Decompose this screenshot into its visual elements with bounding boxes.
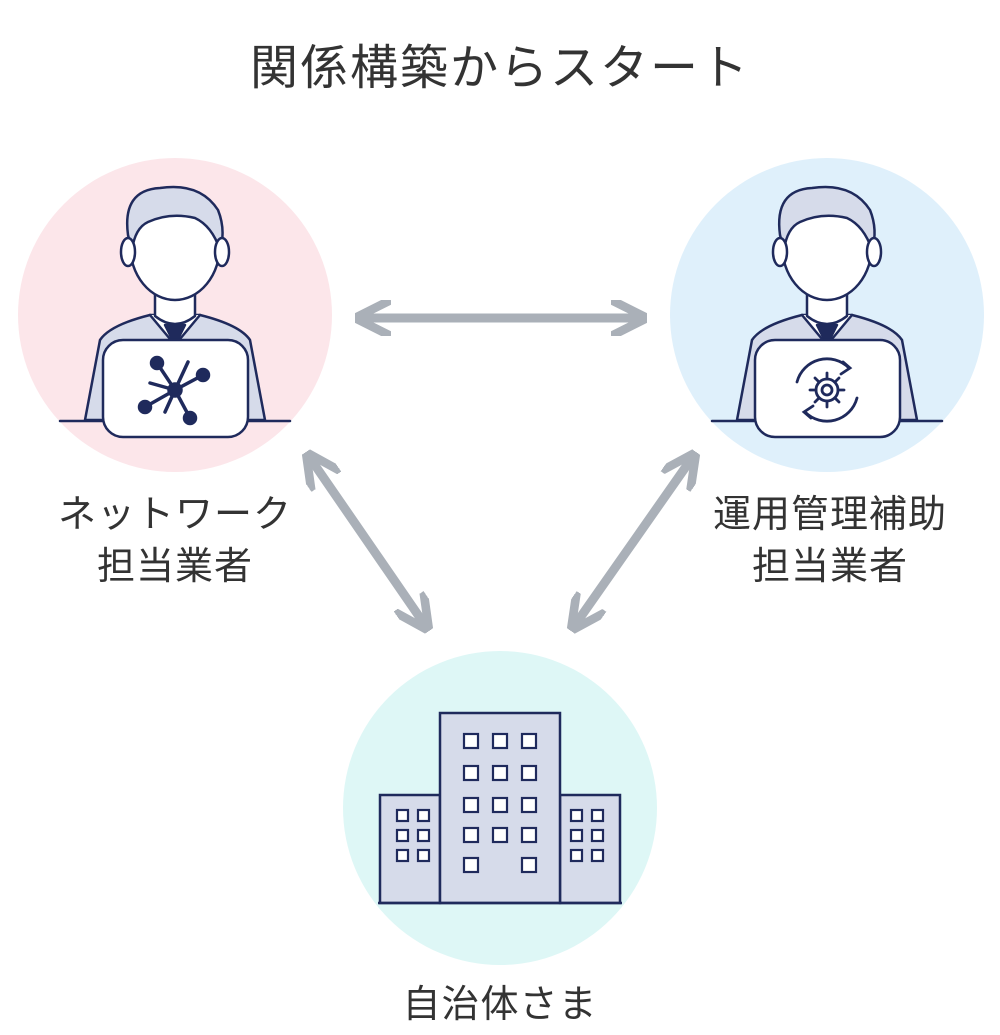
diagram-title: 関係構築からスタート <box>249 40 750 96</box>
network-vendor-label: ネットワーク 担当業者 <box>20 488 330 592</box>
municipality-label: 自治体さま <box>330 978 670 1030</box>
operation-vendor-label-line2: 担当業者 <box>751 544 908 588</box>
building-windows <box>395 732 605 874</box>
operation-vendor-label-line1: 運用管理補助 <box>712 492 947 536</box>
gear-cycle-icon <box>795 357 859 423</box>
network-vendor-label-line1: ネットワーク <box>57 492 292 536</box>
network-hub-icon <box>137 355 211 426</box>
network-vendor-label-line2: 担当業者 <box>96 544 253 588</box>
arrow-operation-municipality <box>575 458 692 625</box>
municipality-label-line1: 自治体さま <box>402 982 598 1026</box>
network-vendor-person-icon <box>58 185 292 439</box>
operation-vendor-label: 運用管理補助 担当業者 <box>670 488 990 592</box>
arrow-network-municipality <box>310 458 425 625</box>
operation-vendor-person-icon <box>710 185 944 439</box>
